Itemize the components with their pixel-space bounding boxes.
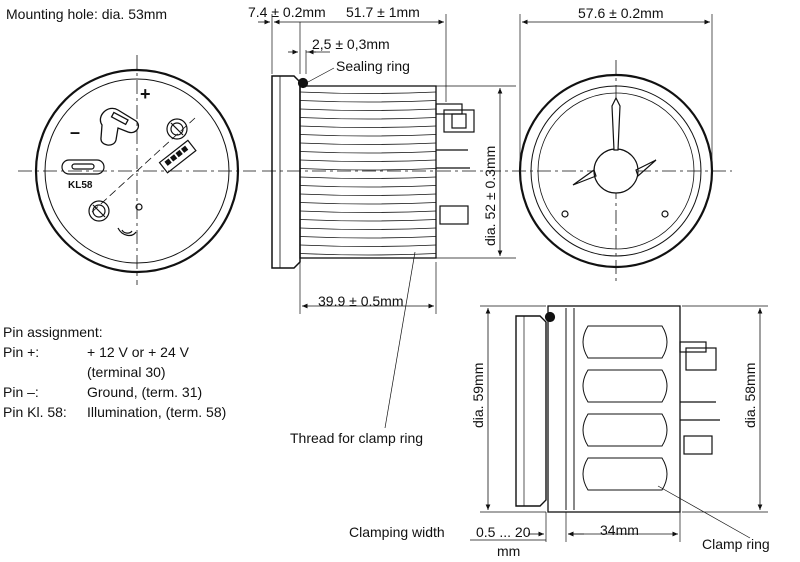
pin-row: Pin Kl. 58: Illumination, (term. 58) <box>3 402 226 422</box>
thread-line <box>299 185 437 188</box>
pin-name: Pin Kl. 58: <box>3 404 67 420</box>
pin-name: Pin +: <box>3 344 40 360</box>
clamping-width-value: 0.5 ... 20 <box>476 524 531 540</box>
flange-thickness-dimension: 7.4 ± 0.2mm <box>248 4 326 20</box>
plus-terminal <box>99 107 140 146</box>
thread-line <box>299 125 437 128</box>
mounting-hole-label: Mounting hole: dia. 53mm <box>6 6 168 22</box>
kl58-terminal <box>61 159 105 175</box>
thread-line <box>299 244 437 247</box>
pin-description: Ground, (term. 31) <box>87 384 203 400</box>
screw-top-right <box>166 118 188 140</box>
screw-bottom-left <box>88 200 110 222</box>
small-hole <box>135 203 143 211</box>
thread-line <box>299 100 437 103</box>
thread-length-dimension: 39.9 ± 0.5mm <box>318 293 404 309</box>
thread-line <box>299 117 437 120</box>
connector-block <box>158 139 197 174</box>
clamping-width-unit: mm <box>497 543 521 559</box>
thread-for-clamp-ring-label: Thread for clamp ring <box>290 430 424 446</box>
pin-description: (terminal 30) <box>87 364 166 380</box>
ground-symbol <box>117 227 137 237</box>
pin-description: Illumination, (term. 58) <box>87 404 227 420</box>
clamp-slot <box>582 325 668 359</box>
pin-assignment-table: Pin assignment: Pin +: + 12 V or + 24 V … <box>3 322 226 422</box>
pin-name <box>3 362 87 382</box>
thread-line <box>299 227 437 230</box>
plus-terminal-mark: + <box>140 84 151 104</box>
thread-line <box>299 253 437 256</box>
clamp-ring-drawing <box>470 305 768 542</box>
thread-line <box>299 142 437 145</box>
pin-description: + 12 V or + 24 V <box>87 344 189 360</box>
sealing-ring-label: Sealing ring <box>336 58 410 74</box>
thread-line <box>299 159 437 162</box>
thread-line <box>299 108 437 111</box>
clamp-diameter-58-dimension: dia. 58mm <box>742 362 758 428</box>
clamp-slot <box>582 457 668 491</box>
clamp-depth-dimension: 34mm <box>600 522 639 538</box>
body-diameter-dimension: dia. 52 ± 0.3mm <box>482 145 498 246</box>
thread-line <box>299 202 437 205</box>
thread-line <box>299 219 437 222</box>
clamp-slot <box>582 413 668 447</box>
minus-terminal-mark: – <box>70 122 81 142</box>
thread-line <box>299 91 437 94</box>
clamping-width-label: Clamping width <box>349 524 445 540</box>
pin-row: Pin –: Ground, (term. 31) <box>3 382 226 402</box>
front-bezel-width-dimension: 57.6 ± 0.2mm <box>578 5 664 21</box>
side-view-drawing <box>258 14 516 429</box>
thread-line <box>299 134 437 137</box>
thread-line <box>299 151 437 154</box>
thread-line <box>299 210 437 213</box>
pin-row: (terminal 30) <box>3 362 226 382</box>
overall-depth-dimension: 51.7 ± 1mm <box>346 4 420 20</box>
thread-line <box>299 193 437 196</box>
kl58-terminal-mark: KL58 <box>68 180 93 191</box>
clamp-diameter-59-dimension: dia. 59mm <box>470 362 486 428</box>
seal-offset-dimension: 2,5 ± 0,3mm <box>312 36 390 52</box>
pin-assignment-title: Pin assignment: <box>3 324 103 340</box>
clamp-slot <box>582 369 668 403</box>
pin-name: Pin –: <box>3 384 39 400</box>
thread-line <box>299 168 437 171</box>
pin-row: Pin +: + 12 V or + 24 V <box>3 342 226 362</box>
thread-line <box>299 236 437 239</box>
front-view-drawing <box>512 14 732 282</box>
thread-line <box>299 176 437 179</box>
rear-view-drawing <box>18 55 256 285</box>
clamp-ring-label: Clamp ring <box>702 536 770 552</box>
